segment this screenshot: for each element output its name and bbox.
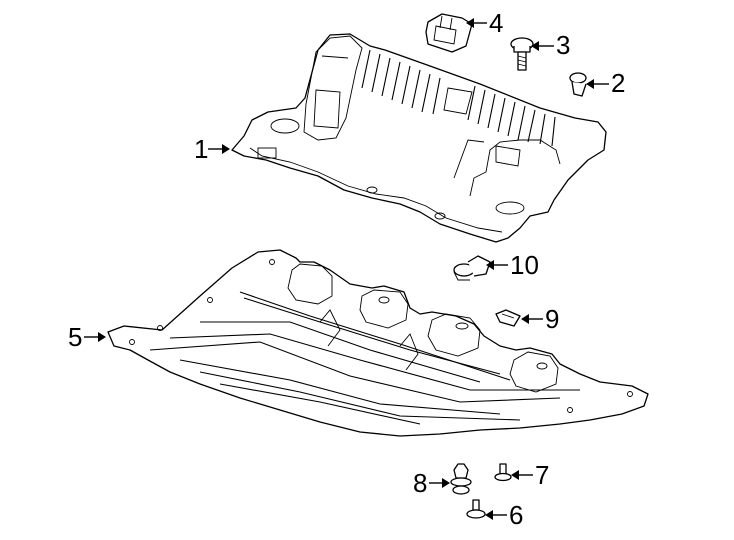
callout-3-label: 3 <box>556 30 570 60</box>
callout-1-label: 1 <box>194 134 208 164</box>
part-9-clip-nut <box>495 309 521 327</box>
callout-8-label: 8 <box>413 468 427 498</box>
callout-5-label: 5 <box>68 322 82 352</box>
callout-6: 6 <box>485 500 523 530</box>
part-10-retainer <box>453 255 491 281</box>
callout-2: 2 <box>586 68 625 98</box>
callout-6-label: 6 <box>509 500 523 530</box>
part-2-push-clip <box>569 72 587 97</box>
part-7-screw <box>494 463 512 482</box>
callout-9: 9 <box>521 304 559 334</box>
part-1-splash-shield <box>231 33 607 243</box>
part-5-lower-shield <box>107 249 649 437</box>
callout-9-label: 9 <box>545 304 559 334</box>
part-4-bracket <box>425 13 473 53</box>
part-3-bolt <box>510 37 534 71</box>
callout-7: 7 <box>511 460 549 490</box>
callout-1: 1 <box>194 134 230 164</box>
callout-7-label: 7 <box>535 460 549 490</box>
callout-4: 4 <box>466 8 503 38</box>
callout-2-label: 2 <box>611 68 625 98</box>
part-8-fastener <box>450 463 472 495</box>
callout-3: 3 <box>531 30 570 60</box>
callout-4-label: 4 <box>489 8 503 38</box>
callout-10-label: 10 <box>510 250 539 280</box>
callout-8: 8 <box>413 468 450 498</box>
part-6-screw <box>466 499 486 519</box>
callout-10: 10 <box>486 250 539 280</box>
callout-5: 5 <box>68 322 106 352</box>
